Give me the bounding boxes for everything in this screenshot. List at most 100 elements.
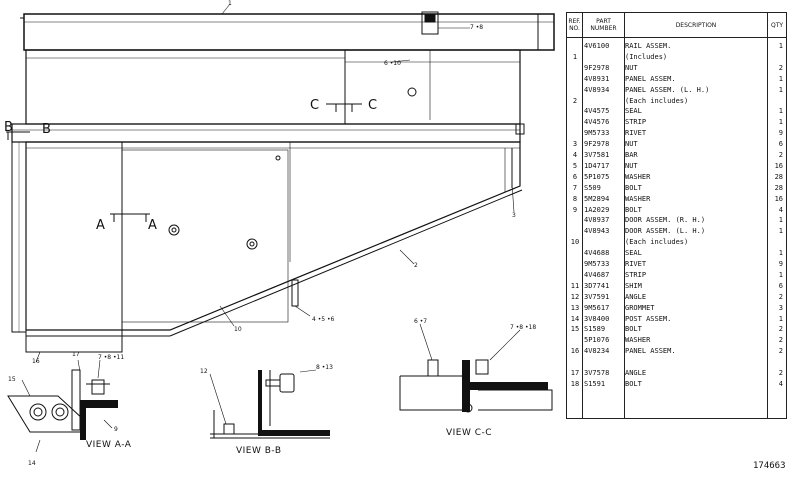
row-ref-no: 1 (572, 52, 578, 61)
row-qty: 2 (778, 151, 783, 159)
row-qty: 6 (778, 281, 783, 290)
row-ref-no: 3 (572, 140, 578, 149)
row-qty: 1 (778, 227, 783, 236)
row-description: STRIP (625, 118, 647, 127)
callout-14: 14 (28, 460, 36, 467)
row-part-number: 5P1075 (584, 172, 610, 181)
row-qty: 1 (778, 118, 783, 127)
row-description: BOLT (625, 205, 642, 214)
callout-17: 17 (72, 351, 80, 358)
exploded-view-illustration (6, 3, 555, 453)
callout-10: 10 (234, 326, 242, 333)
row-ref-no: 18 (570, 379, 580, 388)
table-row: 10(Each includes) (567, 237, 786, 247)
row-qty: 28 (774, 172, 783, 181)
row-part-number: 4V8943 (584, 227, 610, 236)
row-ref-no: 8 (572, 194, 578, 203)
row-part-number: S1591 (584, 379, 606, 388)
row-part-number: 9F2978 (584, 140, 610, 149)
row-qty: 16 (774, 161, 783, 170)
header-description: DESCRIPTION (625, 13, 767, 38)
callout-4-5-6: 4 •5 •6 (312, 316, 335, 323)
section-c-left-label: C (310, 98, 320, 113)
row-qty: 4 (778, 205, 783, 214)
table-row: 4V8943 DOOR ASSEM. (L. H.) 1 (567, 226, 786, 236)
callout-9: 9 (114, 426, 118, 433)
row-part-number: 3D7741 (584, 281, 610, 290)
row-description: PANEL ASSEM. (625, 347, 676, 356)
header-qty: QTY (768, 13, 786, 38)
table-row: 2(Each includes) (567, 96, 786, 106)
row-description: BOLT (625, 183, 642, 192)
row-part-number: 9M5617 (584, 303, 610, 312)
row-part-number: 3V8400 (584, 314, 610, 323)
row-ref-no: 4 (572, 151, 578, 159)
table-row: 3 9F2978 NUT 6 (567, 139, 786, 149)
table-row: 1(Includes) (567, 52, 786, 62)
column-divider (582, 13, 583, 418)
row-qty: 28 (774, 183, 783, 192)
row-ref-no: 6 (572, 172, 578, 181)
section-c-right-label: C (368, 98, 378, 113)
row-qty: 1 (778, 74, 783, 83)
callout-16: 16 (32, 358, 40, 365)
row-description: RIVET (625, 129, 647, 138)
view-aa-title: VIEW A-A (86, 440, 132, 450)
row-description: GROMMET (625, 303, 655, 312)
callout-12: 12 (200, 368, 208, 375)
row-qty: 9 (778, 260, 783, 268)
callout-6-7: 6 •7 (414, 318, 428, 325)
row-description: SEAL (625, 107, 642, 116)
row-ref-no: 9 (572, 205, 578, 214)
row-description: NUT (625, 140, 638, 149)
header-part-number: PART NUMBER (583, 13, 624, 38)
row-description: DOOR ASSEM. (L. H.) (625, 227, 706, 236)
row-ref-no: 17 (570, 369, 580, 377)
row-part-number: S1589 (584, 325, 606, 334)
row-ref-no: 15 (570, 325, 580, 334)
callout-2: 2 (414, 262, 418, 269)
row-description: BAR (625, 151, 638, 159)
row-ref-no: 14 (570, 314, 580, 323)
section-b-left-label: B (4, 120, 13, 135)
callout-7-8-11: 7 •8 •11 (98, 354, 125, 361)
row-qty: 2 (778, 292, 783, 301)
drawing-code: 174663 (753, 461, 786, 471)
callout-1: 1 (228, 0, 232, 7)
view-cc-title: VIEW C-C (446, 428, 493, 438)
callout-7-8: 7 •8 (470, 24, 484, 31)
row-part-number: 4V4688 (584, 249, 610, 258)
parts-list-table: REF. NO. PART NUMBER DESCRIPTION QTY 4V6… (566, 12, 787, 419)
row-ref-no: 11 (570, 281, 580, 290)
row-part-number: 3V7581 (584, 151, 610, 159)
callout-3: 3 (512, 212, 516, 219)
row-qty: 1 (778, 249, 783, 258)
row-ref-no: 10 (570, 238, 580, 247)
row-qty: 1 (778, 107, 783, 116)
row-qty: 6 (778, 140, 783, 149)
row-part-number: 4V8934 (584, 85, 610, 94)
row-description: PANEL ASSEM. (625, 74, 676, 83)
row-qty: 2 (778, 336, 783, 345)
callout-7-8-18: 7 •8 •18 (510, 324, 537, 331)
row-description: WASHER (625, 194, 651, 203)
